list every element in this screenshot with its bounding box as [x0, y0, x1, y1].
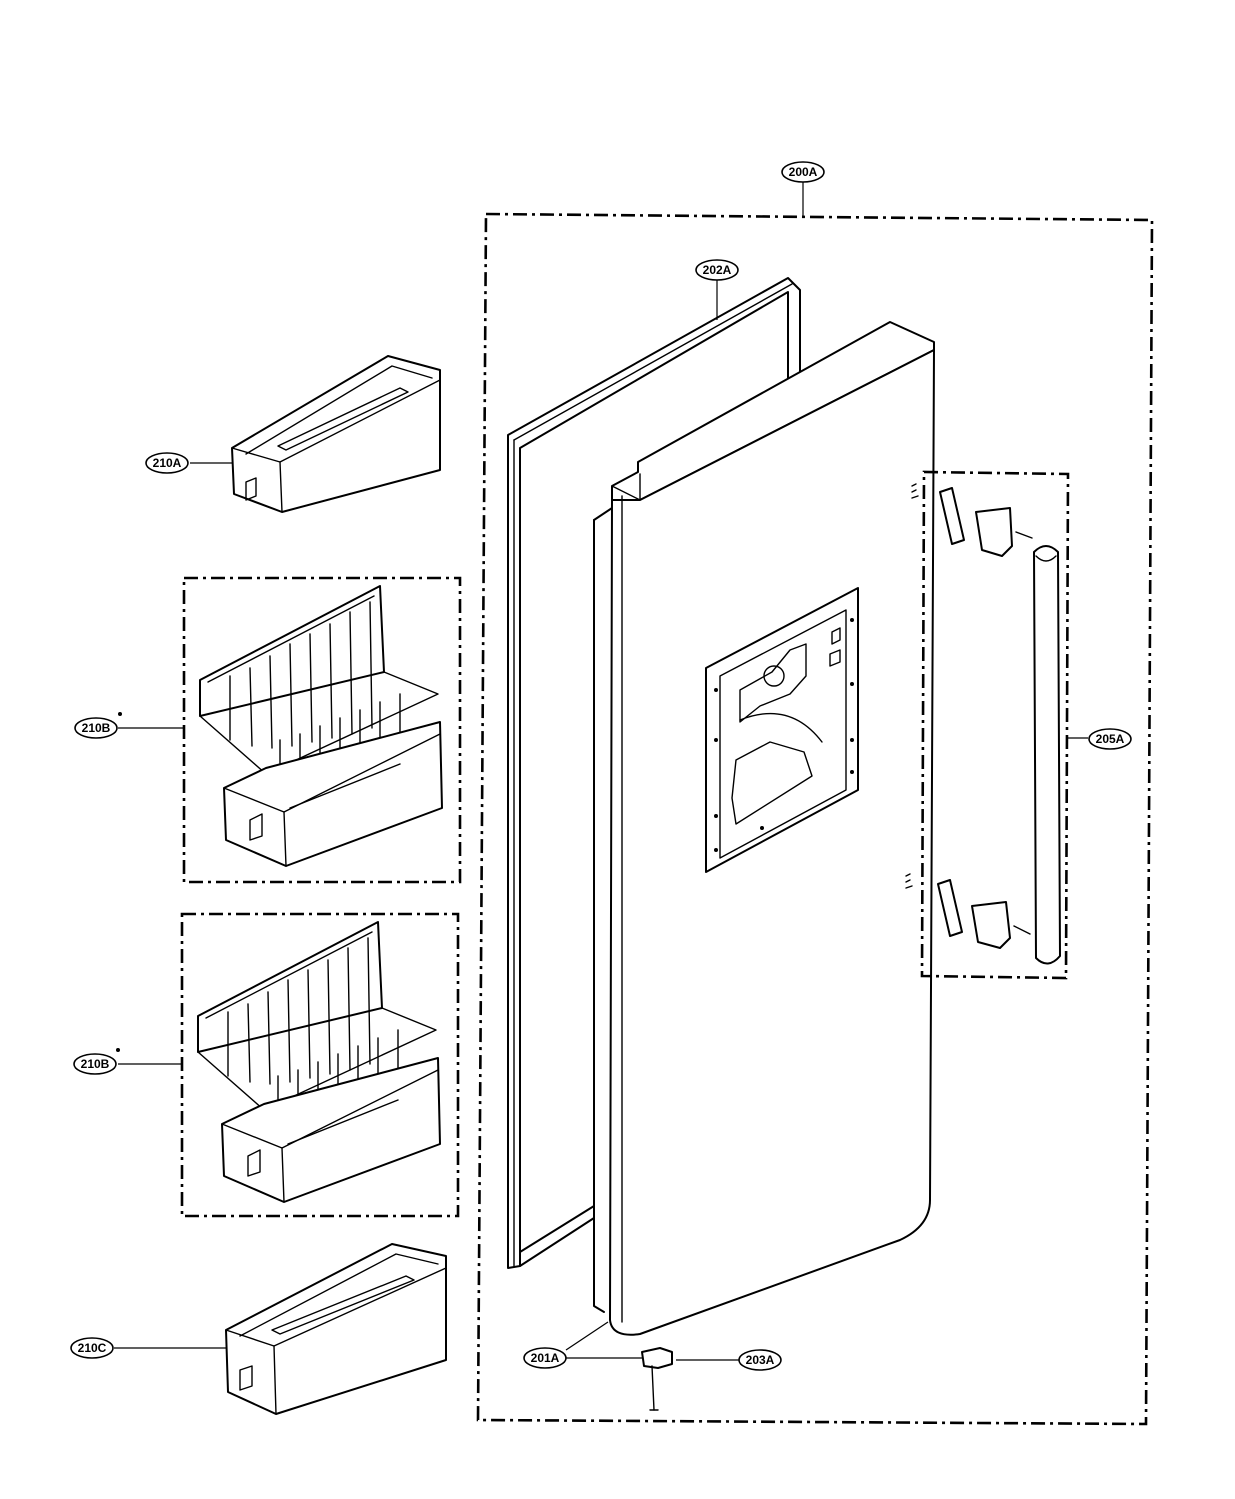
callout-201a: 201A [523, 1347, 567, 1369]
callout-200a: 200A [781, 161, 825, 183]
assembly-boundary [476, 212, 1154, 1426]
svg-text:205A: 205A [1096, 732, 1125, 746]
callout-205a: 205A [1088, 728, 1132, 750]
callout-210c: 210C [70, 1337, 114, 1359]
svg-text:200A: 200A [789, 165, 818, 179]
handle [905, 483, 1061, 965]
svg-text:210C: 210C [78, 1341, 107, 1355]
svg-text:201A: 201A [531, 1351, 560, 1365]
svg-text:202A: 202A [703, 263, 732, 277]
callout-203a: 203A [738, 1349, 782, 1371]
door-panel [593, 321, 935, 1336]
door-basket-top [231, 355, 441, 513]
handle-kit-boundary [920, 470, 1070, 980]
basket-rack-upper-boundary [182, 576, 462, 884]
basket-rack-lower [197, 921, 441, 1203]
foam-leader-a [565, 1321, 609, 1351]
callout-210b-upper: 210B [74, 712, 122, 739]
basket-rack-lower-boundary [180, 912, 460, 1218]
callout-210a: 210A [145, 452, 189, 474]
callout-210b-lower: 210B [73, 1048, 120, 1075]
basket-rack-upper [199, 585, 443, 867]
hinge [641, 1347, 673, 1411]
svg-text:210A: 210A [153, 456, 182, 470]
door-basket-bottom [225, 1243, 447, 1415]
svg-text:210B: 210B [82, 721, 111, 735]
callout-202a: 202A [695, 259, 739, 281]
svg-text:210B: 210B [81, 1057, 110, 1071]
svg-text:203A: 203A [746, 1353, 775, 1367]
